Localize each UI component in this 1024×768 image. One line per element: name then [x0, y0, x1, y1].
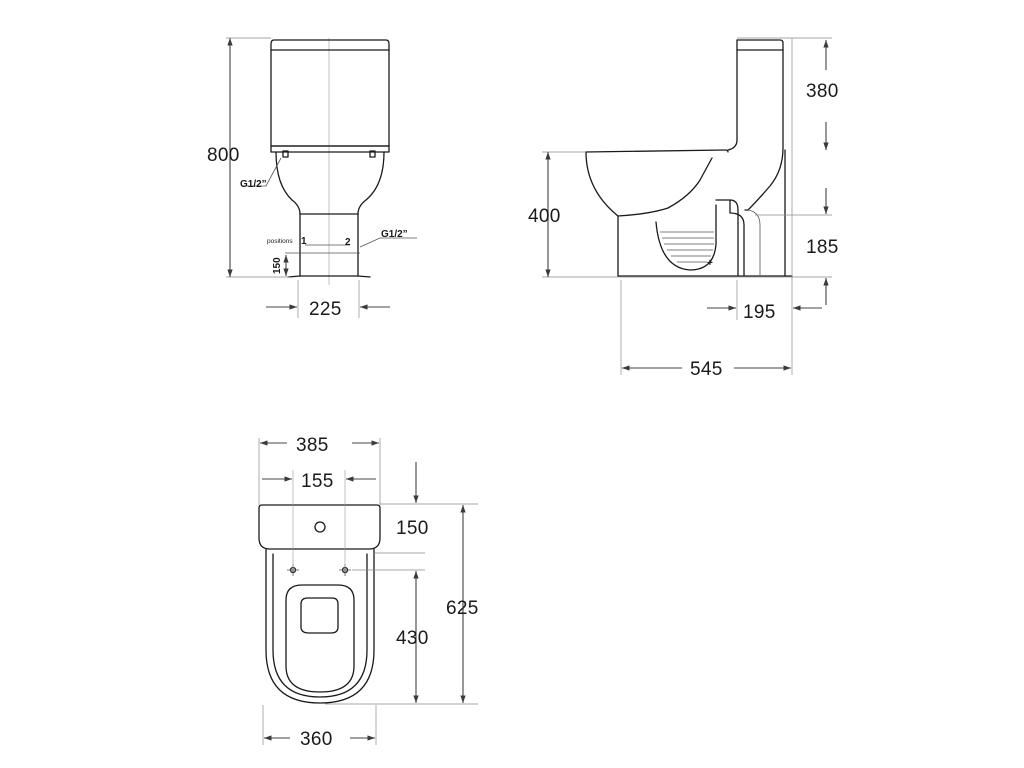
side-bowl-front: [585, 151, 619, 277]
side-outlet-height-value: 185: [806, 237, 839, 258]
side-bowl-height-value: 400: [528, 206, 561, 227]
top-tank-width-value: 385: [296, 435, 329, 456]
top-tank-depth-value: 150: [396, 518, 429, 539]
top-bowl-width-value: 360: [300, 729, 333, 750]
side-outlet-mark: +: [707, 258, 713, 269]
front-outlet-label: G1/2”: [381, 229, 408, 240]
front-position-2: 2: [345, 237, 351, 248]
front-left-bolt: [282, 150, 289, 158]
top-hole-spacing-value: 155: [301, 471, 334, 492]
top-seat-opening: [300, 597, 339, 634]
side-bowl-inner: [617, 157, 713, 217]
front-view: G1/2” G1/2” positions 1 2 150 800 225: [207, 37, 417, 320]
top-tank: [258, 504, 381, 550]
side-tank-front: [727, 39, 738, 151]
front-tank-seat: [270, 145, 390, 153]
front-inlet-leader: [242, 157, 282, 187]
front-tank: [270, 39, 390, 147]
front-outlet-leader: [359, 237, 417, 248]
side-trap: [655, 204, 717, 271]
side-bowl-rim: [585, 149, 729, 153]
top-bowl-length-value: 430: [396, 628, 429, 649]
top-flush-button: [314, 521, 326, 533]
front-bowl: [275, 151, 385, 277]
side-outlet-inner: [729, 199, 745, 276]
front-right-bolt: [369, 150, 376, 158]
side-depth-value: 545: [690, 359, 723, 380]
front-inlet-height-value: 150: [272, 257, 283, 274]
side-outlet: [715, 199, 739, 276]
side-view: + 380 400 185 195 545: [528, 37, 839, 380]
top-bowl: [265, 548, 375, 704]
side-tank: [736, 39, 784, 211]
top-bowl-rim: [272, 553, 368, 698]
side-tank-height-value: 380: [806, 81, 839, 102]
side-outlet-pipe: [747, 209, 761, 275]
top-seat: [285, 584, 355, 693]
front-base-width-value: 225: [309, 299, 342, 320]
side-outlet-offset-value: 195: [743, 302, 776, 323]
front-base: [287, 275, 371, 278]
front-inlet-label: G1/2”: [240, 179, 267, 190]
side-trap-hatching: [660, 231, 714, 263]
top-length-value: 625: [446, 598, 479, 619]
front-positions-label: positions: [267, 238, 293, 245]
top-view: 385 155 150 625 430 360: [258, 435, 479, 750]
front-position-1: 1: [301, 236, 307, 247]
front-height-value: 800: [207, 145, 240, 166]
